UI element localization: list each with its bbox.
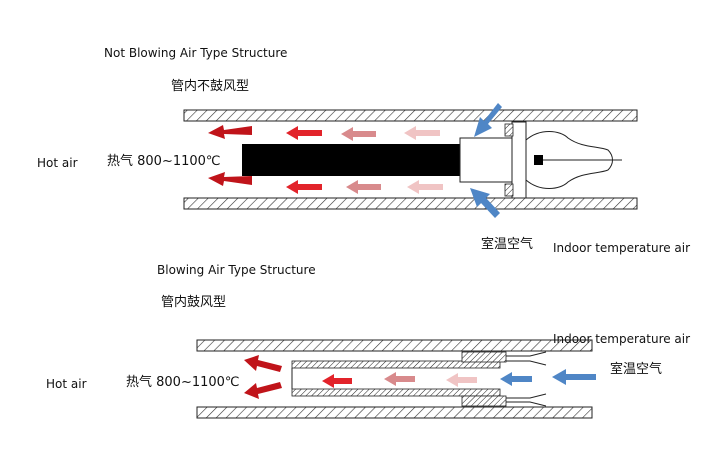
hot-air-arrow <box>244 382 282 399</box>
top-room-air-arrows <box>470 103 502 218</box>
bottom-room-air-en: Indoor temperature air <box>553 332 691 346</box>
top-room-air-cn: 室温空气 <box>481 237 534 252</box>
bottom-inner-tube <box>291 351 547 407</box>
room-air-arrow-inner <box>500 372 532 386</box>
bottom-fitting-upper <box>461 351 507 363</box>
bottom-hot-air-temperature: 热气 800~1100℃ <box>126 375 240 390</box>
bottom-section-title: Blowing Air Type Structure <box>157 263 316 277</box>
cooling-air-arrow <box>341 127 376 141</box>
faint-air-arrow <box>407 180 443 194</box>
bottom-pipe-wall-upper <box>196 339 593 352</box>
top-heater-assembly <box>242 121 622 199</box>
cooling-air-arrow <box>346 180 381 194</box>
bottom-hot-air-arrows <box>244 355 596 399</box>
bottom-outer-pipe <box>196 339 593 419</box>
hot-air-arrow <box>244 355 282 372</box>
bottom-fitting-lower <box>461 395 507 407</box>
hot-air-arrow <box>208 172 252 186</box>
top-terminal <box>534 155 543 165</box>
bottom-hot-air-label: Hot air <box>46 377 87 391</box>
top-hot-air-label: Hot air <box>37 156 78 170</box>
top-flange-inner-lower <box>504 183 514 197</box>
top-flange-inner-upper <box>504 123 514 137</box>
top-flange <box>511 121 527 199</box>
top-outer-pipe <box>183 109 638 210</box>
room-air-inlet-arrow-upper <box>474 103 502 137</box>
bottom-inner-tube-upper <box>291 360 501 369</box>
top-ceramic-holder <box>459 137 517 183</box>
warm-air-arrow <box>286 180 322 194</box>
top-room-air-en: Indoor temperature air <box>553 241 691 255</box>
top-pipe-wall-lower <box>183 197 638 210</box>
room-air-arrow-inlet <box>552 369 596 385</box>
top-section-subtitle: 管内不鼓风型 <box>171 79 250 94</box>
bottom-room-air-cn: 室温空气 <box>610 362 663 377</box>
bottom-inner-tube-lower <box>291 388 501 397</box>
room-air-inlet-arrow-lower <box>470 188 500 218</box>
bottom-lead-wire-upper <box>506 351 547 366</box>
faint-air-arrow <box>404 126 440 140</box>
top-section-title: Not Blowing Air Type Structure <box>104 46 288 60</box>
top-heating-element <box>242 144 460 176</box>
top-hot-air-temperature: 热气 800~1100℃ <box>107 154 221 169</box>
top-hot-air-arrows <box>208 125 443 194</box>
bottom-lead-wire-lower <box>506 393 547 407</box>
bottom-section-subtitle: 管内鼓风型 <box>161 295 227 310</box>
bottom-pipe-wall-lower <box>196 406 593 419</box>
cooling-air-arrow <box>384 372 415 386</box>
warm-air-arrow <box>322 374 352 388</box>
hot-air-arrow <box>208 125 252 139</box>
faint-air-arrow <box>446 373 477 387</box>
top-pipe-wall-upper <box>183 109 638 122</box>
warm-air-arrow <box>286 126 322 140</box>
